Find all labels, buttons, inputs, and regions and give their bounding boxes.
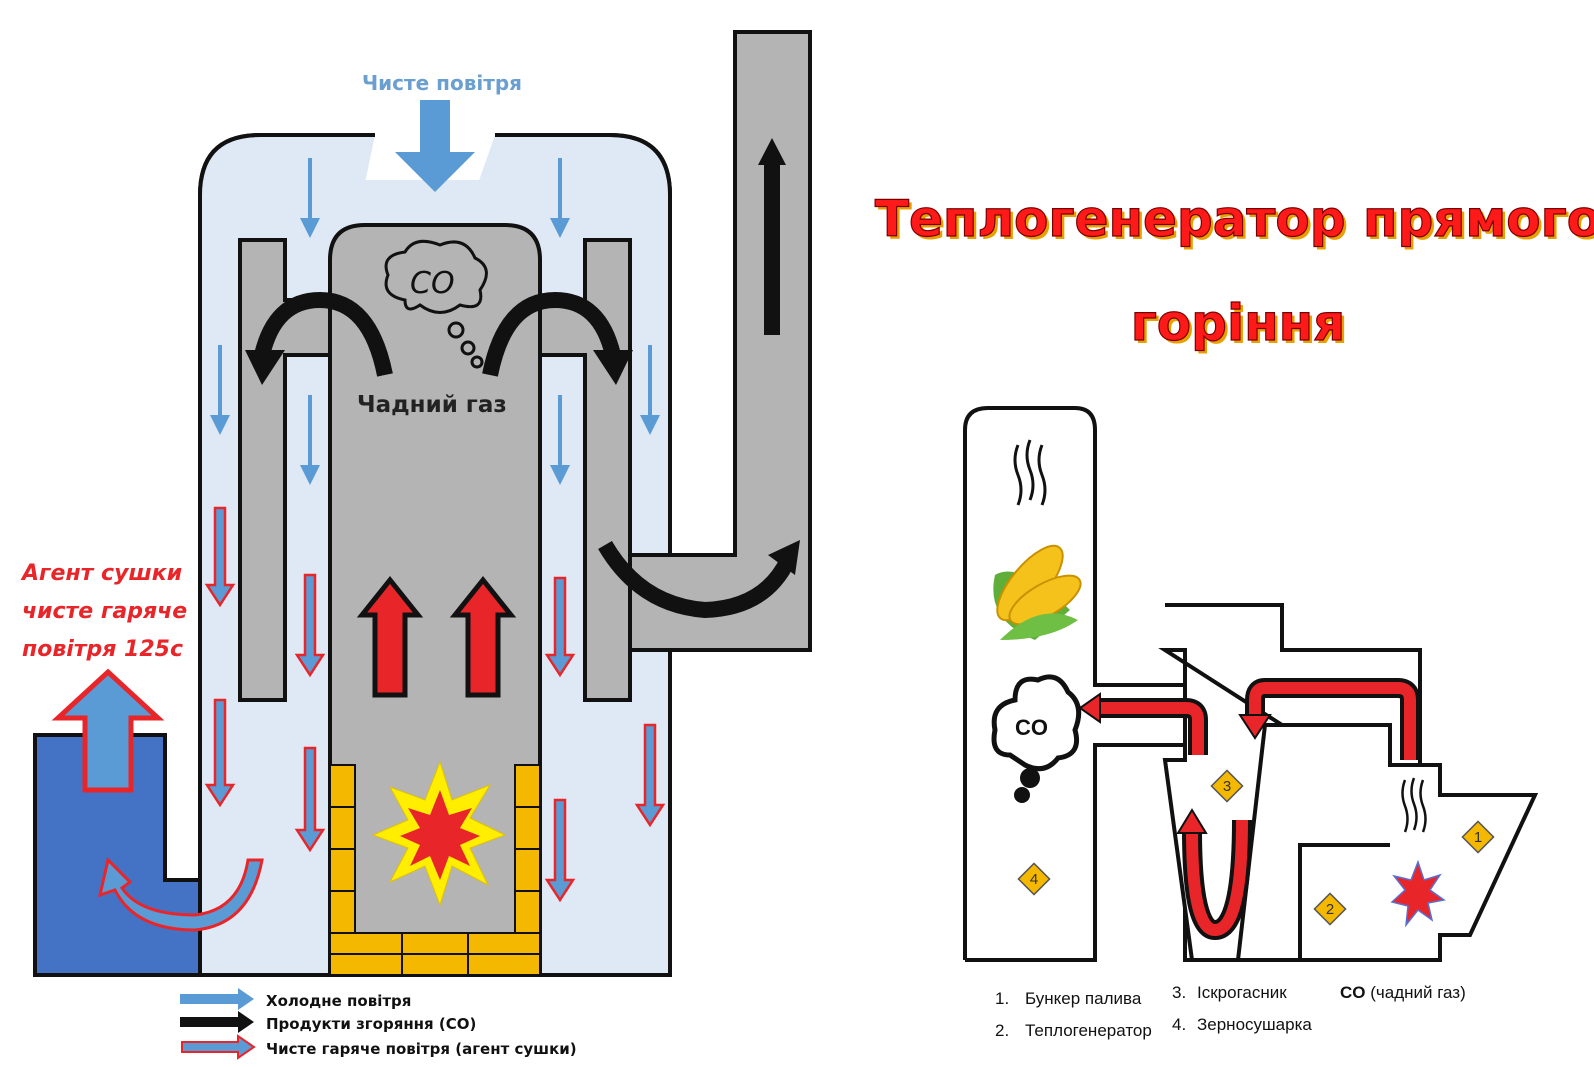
svg-text:горіння: горіння bbox=[1134, 297, 1349, 355]
carbon-monoxide-label: Чадний газ bbox=[357, 392, 507, 418]
svg-text:3.: 3. bbox=[1172, 983, 1186, 1002]
svg-text:Агент сушки: Агент сушки bbox=[20, 561, 182, 586]
hot-air-arrows bbox=[204, 506, 666, 903]
legend-spark-arrester: Іскрогасник bbox=[1197, 983, 1287, 1002]
red-outline-arrow-icon bbox=[181, 1034, 256, 1060]
svg-text:4.: 4. bbox=[1172, 1015, 1186, 1034]
hot-gas-flow-fill bbox=[1100, 682, 1416, 937]
clean-air-inlet-arrow-icon bbox=[395, 100, 475, 192]
marker-4: 4 bbox=[1017, 862, 1051, 896]
right-legend: 1. Бункер палива 2. Теплогенератор 3. Іс… bbox=[995, 983, 1466, 1040]
legend-co: CO (чадний газ) bbox=[1340, 983, 1466, 1002]
svg-text:2: 2 bbox=[1326, 901, 1334, 918]
firebrick-lining bbox=[329, 764, 541, 976]
left-legend: Холодне повітря Продукти згоряння (CO) Ч… bbox=[180, 988, 577, 1060]
svg-text:повітря 125с: повітря 125с bbox=[22, 637, 183, 662]
svg-text:4: 4 bbox=[1030, 871, 1038, 888]
legend-combustion: Продукти згоряння (CO) bbox=[266, 1015, 476, 1033]
marker-2: 2 bbox=[1313, 892, 1347, 926]
flame-icon bbox=[1390, 859, 1446, 928]
blue-arrow-icon bbox=[180, 988, 254, 1010]
svg-text:1: 1 bbox=[1474, 829, 1482, 846]
svg-text:1.: 1. bbox=[995, 989, 1009, 1008]
steam-icon bbox=[1013, 439, 1047, 506]
title-block: Теплогенератор прямого Теплогенератор пр… bbox=[874, 189, 1594, 355]
recirculation-arrow-icon bbox=[97, 857, 264, 932]
black-arrowheads bbox=[245, 138, 800, 575]
marker-3: 3 bbox=[1210, 769, 1244, 803]
svg-text:чисте гаряче: чисте гаряче bbox=[22, 599, 187, 624]
cold-air-arrows bbox=[210, 158, 660, 485]
legend-grain-dryer: Зерносушарка bbox=[1197, 1015, 1312, 1034]
svg-text:2.: 2. bbox=[995, 1021, 1009, 1040]
legend-cold-air: Холодне повітря bbox=[266, 992, 411, 1010]
legend-fuel-hopper: Бункер палива bbox=[1025, 989, 1142, 1008]
clean-air-label: Чисте повітря bbox=[362, 71, 522, 95]
red-arrowheads bbox=[1078, 692, 1272, 834]
stove-cross-section: CO Чадний газ Чисте повітря bbox=[20, 30, 812, 1060]
title-line-1: Теплогенератор прямого bbox=[875, 190, 1594, 248]
legend-heat-generator: Теплогенератор bbox=[1025, 1021, 1152, 1040]
svg-text:Теплогенератор прямого: Теплогенератор прямого bbox=[878, 193, 1594, 251]
dryer-agent-label: Агент сушки чисте гаряче повітря 125с bbox=[20, 561, 187, 662]
black-arrow-icon bbox=[180, 1011, 254, 1033]
co-cloud-icon: CO bbox=[991, 674, 1082, 803]
steam-icon-generator bbox=[1401, 777, 1427, 833]
dryer-up-arrow-icon bbox=[51, 668, 165, 793]
combustion-flow-arrow-icon bbox=[254, 165, 796, 619]
legend-hot-air: Чисте гаряче повітря (агент сушки) bbox=[266, 1040, 577, 1058]
co-bubble: CO bbox=[384, 239, 488, 369]
system-schematic: CO 1 2 bbox=[963, 406, 1539, 962]
corn-icon bbox=[993, 544, 1082, 640]
grain-dryer bbox=[963, 406, 1205, 962]
title-line-2: горіння bbox=[1131, 294, 1346, 352]
hot-gas-up-arrow-icon bbox=[356, 575, 517, 698]
co-bubble-label: CO bbox=[410, 266, 455, 301]
marker-1: 1 bbox=[1461, 820, 1495, 854]
heat-generator bbox=[1282, 723, 1539, 962]
svg-text:3: 3 bbox=[1223, 778, 1231, 795]
co-cloud-label: CO bbox=[1015, 715, 1048, 740]
